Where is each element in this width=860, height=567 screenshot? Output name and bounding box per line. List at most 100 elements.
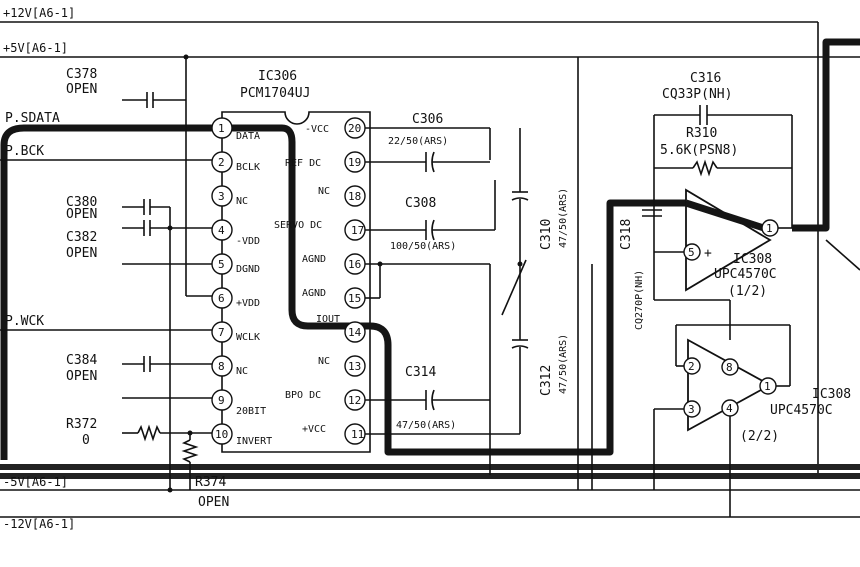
ic306-pin-label: SERVO DC [274,220,322,231]
ic306-pin-label: DATA [236,131,260,142]
ic308b-ref: IC308 [812,387,851,402]
ic306-pin-label: 9 [218,394,225,407]
schematic-mark: + [704,246,712,261]
c382-value: OPEN [66,246,97,261]
ic306-pin-label: 2 [218,156,225,169]
c310-plate-curved [511,197,529,201]
ic306-pin-label: 20 [348,122,361,135]
ic306-pin [344,185,366,207]
ic306-pin-label: AGND [302,288,326,299]
ic306-pin-label: 1 [218,122,225,135]
c318-ref: C318 [619,219,634,250]
ic306-pin [211,389,233,411]
pin-label: 1 [764,380,771,393]
ic306-pin-label: 16 [348,258,361,271]
ic306-pin-label: -VCC [305,124,329,135]
ic306-pin-label: REF DC [285,158,321,169]
pin-label: 2 [688,360,695,373]
c314-value: 47/50(ARS) [396,420,456,431]
ic306-pin-label: 4 [218,224,225,237]
r374-ref: R374 [195,475,226,490]
c316-ref: C316 [690,71,721,86]
junction [167,225,173,231]
c314-ref: C314 [405,365,436,380]
ic306-decoupling: C306 22/50(ARS) C308 100/50(ARS) C314 47… [365,57,593,490]
r372-body [137,424,161,442]
ic306-pin-label: BCLK [236,162,260,173]
trace-output [792,38,860,232]
r372-value: 0 [82,433,90,448]
c380-value: OPEN [66,207,97,222]
ic306-ref: IC306 [258,69,297,84]
ic306-pin [211,355,233,377]
ic306-pin-label: BPO DC [285,390,321,401]
c384-value: OPEN [66,369,97,384]
ic306-pin-label: NC [318,356,330,367]
r310-body [692,159,718,177]
wire-out-diagonal [825,239,860,271]
ic306-pin-label: INVERT [236,436,272,447]
ic306-pin [211,253,233,275]
c382-ref: C382 [66,230,97,245]
ic308b-unit: (2/2) [740,429,779,444]
ic306-pin-label: AGND [302,254,326,265]
ic306-pin-label: 11 [351,428,364,441]
c384-ref: C384 [66,353,97,368]
trace-data-to-output [222,124,686,456]
c380-ref: C380 [66,195,97,210]
c312-value: 47/50(ARS) [558,334,569,394]
ic306-pin-label: 18 [348,190,361,203]
r374-value: OPEN [198,495,229,510]
ic306-pin-label: NC [236,196,248,207]
trace-into-opamp [684,199,772,234]
left-passives: C378 OPEN C380 OPEN C382 OPEN C384 OPEN … [66,54,229,510]
ic306-pin-label: 10 [215,428,228,441]
ic306-pin [211,423,233,445]
signal-inputs: P.SDATA P.BCK P.WCK [0,111,222,460]
rail-label-minus5-bottom: -5V[A6-1] [3,475,68,489]
c308-ref: C308 [405,196,436,211]
c310-ref: C310 [539,219,554,250]
ic308b-part: UPC4570C [770,403,833,418]
ic306-pin [211,219,233,241]
ic308a-ref: IC308 [733,252,772,267]
pin-label: 8 [726,361,733,374]
r374-body [181,439,199,463]
junction [187,430,193,436]
ic306-pin-label: +VCC [302,424,326,435]
pin-label: 3 [688,403,695,416]
ic306-pin-label: 19 [348,156,361,169]
ic306-pin-label: 5 [218,258,225,271]
c378-ref: C378 [66,67,97,82]
wire-diagonal [501,259,527,316]
ic306-pin-label: 8 [218,360,225,373]
ic306-pin-label: 17 [351,224,364,237]
pin-label: 4 [726,402,733,415]
ic308a-part: UPC4570C [714,267,777,282]
ic306-pin [344,355,366,377]
rail-label-plus12-top: +12V[A6-1] [3,6,75,20]
ic306-pin-label: 20BIT [236,406,266,417]
ic306-pin [211,287,233,309]
ic306-pin [211,117,233,139]
pin-label: 5 [688,246,695,259]
ic306-pin-label: 3 [218,190,225,203]
c308-value: 100/50(ARS) [390,241,456,252]
ic306: IC306 PCM1704UJ [221,69,686,456]
ic306-pin-label: WCLK [236,332,260,343]
ic306-pin [211,321,233,343]
ic306-pin-label: 7 [218,326,225,339]
c306-ref: C306 [412,112,443,127]
c312-ref: C312 [539,365,554,396]
pin-label: 1 [766,222,773,235]
schematic-mark [721,358,739,376]
ic306-pin-label: 15 [348,292,361,305]
ic306-pin [344,321,366,343]
r372-ref: R372 [66,417,97,432]
c312-plate-curved [511,345,529,349]
ic306-pin-label: NC [318,186,330,197]
ic306-pin-label: 12 [348,394,361,407]
